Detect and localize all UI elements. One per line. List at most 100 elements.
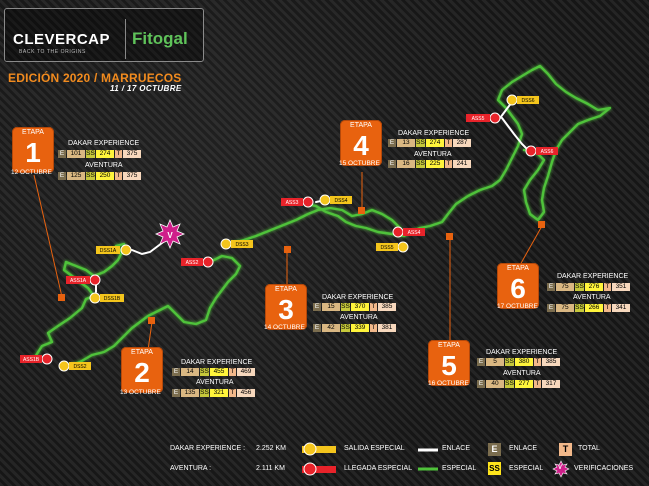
stage-3-box: ETAPA 3: [265, 284, 307, 330]
logo-divider: [125, 19, 126, 59]
clevercap-tagline: BACK TO THE ORIGINS: [19, 49, 86, 55]
stage-points: [58, 207, 545, 324]
ss-value: 250: [96, 172, 114, 180]
e-code: E: [477, 380, 485, 388]
stage-1-number: 1: [25, 137, 41, 168]
clevercap-logo: CLEVERCAP: [13, 31, 111, 48]
stage-3-aventura-label: AVENTURA: [340, 314, 378, 321]
marker-dss1a: DSS1A: [96, 244, 132, 256]
t-code: T: [229, 368, 236, 376]
legend-dakar-label: DAKAR EXPERIENCE :: [170, 445, 246, 452]
ss-code: SS: [416, 160, 425, 168]
t-code: T: [370, 303, 377, 311]
legend-salida: SALIDA ESPECIAL: [344, 445, 405, 452]
t-value: 456: [237, 389, 255, 397]
marker-dss4-label: DSS4: [334, 198, 347, 204]
legend-t-symbol: T: [559, 443, 572, 456]
marker-dss1b: DSS1B: [89, 292, 124, 304]
e-code: E: [388, 139, 396, 147]
t-code: T: [370, 324, 377, 332]
stage-4-dakar-label: DAKAR EXPERIENCE: [398, 130, 470, 137]
ss-value: 276: [585, 283, 603, 291]
stage-6-aventura-label: AVENTURA: [573, 294, 611, 301]
e-value: 75: [556, 283, 574, 291]
special-stage-route: [33, 64, 612, 368]
e-value: 42: [322, 324, 340, 332]
ss-code: SS: [505, 380, 514, 388]
marker-ass1a-label: ASS1A: [70, 278, 87, 284]
legend-total: TOTAL: [578, 445, 600, 452]
stage-1-box: ETAPA 1: [12, 127, 54, 173]
stage-5-date: 16 OCTUBRE: [428, 380, 469, 387]
t-value: 351: [612, 283, 630, 291]
ss-code: SS: [200, 368, 209, 376]
e-value: 5: [486, 358, 504, 366]
t-value: 381: [378, 324, 396, 332]
stage-4-aventura-label: AVENTURA: [414, 151, 452, 158]
marker-ass6-label: ASS6: [541, 149, 554, 155]
legend-e-symbol: E: [488, 443, 501, 456]
stage-5-dakar-label: DAKAR EXPERIENCE: [486, 349, 558, 356]
e-code: E: [547, 304, 555, 312]
legend-verification-icon: [552, 460, 570, 478]
t-code: T: [115, 172, 122, 180]
t-value: 375: [123, 150, 141, 158]
marker-dss5: DSS5: [376, 241, 409, 253]
stage-3-date: 14 OCTUBRE: [264, 324, 305, 331]
ss-value: 380: [515, 358, 533, 366]
legend-llegada: LLEGADA ESPECIAL: [344, 465, 413, 472]
stage-2-box: ETAPA 2: [121, 347, 163, 393]
ss-value: 277: [515, 380, 533, 388]
t-value: 385: [542, 358, 560, 366]
finish-markers: ASS1A ASS1B ASS2 ASS3 ASS4 ASS5: [20, 112, 558, 365]
t-code: T: [445, 160, 452, 168]
stage-5-etapa: ETAPA: [438, 342, 460, 349]
legend-finish-marker: [302, 462, 336, 476]
stage-4-date: 15 OCTUBRE: [339, 160, 380, 167]
e-code: E: [172, 368, 180, 376]
stage-2-etapa: ETAPA: [131, 349, 153, 356]
t-code: T: [534, 358, 541, 366]
legend-especial-line: ESPECIAL: [442, 465, 477, 472]
stage-5-box: ETAPA 5: [428, 340, 470, 386]
marker-ass5-label: ASS5: [472, 116, 485, 122]
start-markers: DSS1A DSS1B DSS2 DSS3 DSS4 DSS5: [58, 94, 539, 372]
legend-enlace-box: ENLACE: [509, 445, 538, 452]
legend-symbols: [302, 442, 570, 478]
e-code: E: [58, 172, 66, 180]
ss-value: 266: [585, 304, 603, 312]
ss-code: SS: [341, 303, 350, 311]
ss-code: SS: [86, 172, 95, 180]
marker-dss1b-label: DSS1B: [104, 296, 121, 302]
stage-5-number: 5: [441, 350, 457, 381]
legend-especial-box: ESPECIAL: [509, 465, 544, 472]
marker-ass1b: ASS1B: [20, 353, 53, 365]
stage-2-number: 2: [134, 357, 150, 388]
ss-code: SS: [200, 389, 209, 397]
stage-4-box: ETAPA 4: [340, 120, 382, 166]
marker-ass6: ASS6: [525, 145, 558, 157]
marker-dss5-label: DSS5: [380, 245, 393, 251]
marker-dss2-label: DSS2: [73, 364, 86, 370]
stage-6-date: 17 OCTUBRE: [497, 303, 538, 310]
ss-value: 225: [426, 160, 444, 168]
e-value: 40: [486, 380, 504, 388]
stage-1-etapa: ETAPA: [22, 129, 44, 136]
marker-ass5: ASS5: [466, 112, 501, 124]
marker-ass3-label: ASS3: [286, 200, 299, 206]
stage-3-number: 3: [278, 294, 294, 325]
stage-5-aventura-label: AVENTURA: [503, 370, 541, 377]
edition-title: EDICIÓN 2020 / MARRUECOS: [8, 71, 182, 85]
t-value: 241: [453, 160, 471, 168]
fitogal-logo: Fitogal: [132, 29, 188, 48]
